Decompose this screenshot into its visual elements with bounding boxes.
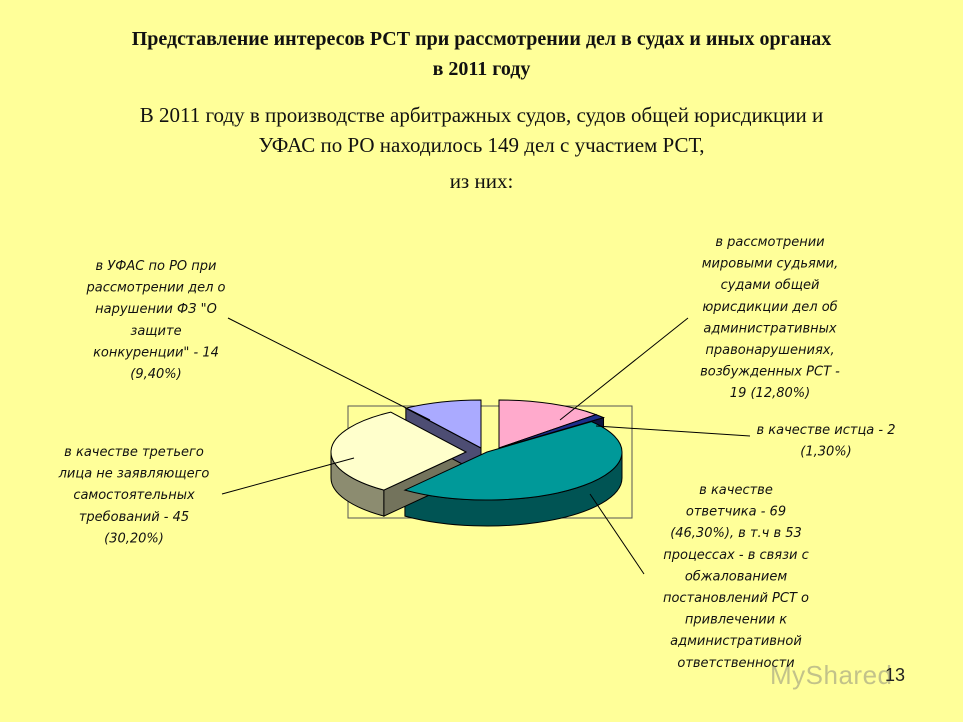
page-number: 13 <box>884 665 905 685</box>
slice-lavender <box>404 399 482 449</box>
slice-label-line: 19 (12,80%) <box>730 386 810 401</box>
slice-label-line: обжалованием <box>685 569 787 584</box>
slice-label-line: требований - 45 <box>79 510 189 525</box>
leader-line-navy <box>595 425 751 437</box>
slice-label-line: процессах - в связи с <box>663 548 809 563</box>
slice-navy <box>498 414 605 449</box>
intro-line-3: из них: <box>449 169 514 193</box>
watermark-logo: MyShared <box>770 660 893 690</box>
slice-label-line: в качестве <box>699 483 773 498</box>
title-line-2: в 2011 году <box>432 58 531 80</box>
slice-label-line: судами общей <box>721 278 820 293</box>
slice-label-line: юрисдикции дел об <box>702 300 837 315</box>
pie-tops <box>330 399 623 501</box>
slice-label-line: правонарушениях, <box>705 343 834 358</box>
slice-label-line: возбужденных РСТ - <box>700 365 840 380</box>
slice-label-line: в качестве третьего <box>64 445 204 460</box>
slice-label-lavender: в УФАС по РО при рассмотрении дел о наруше… <box>85 259 225 382</box>
slice-label-line: в качестве истца - 2 <box>756 423 895 438</box>
slice-pink <box>498 399 598 449</box>
leader-line-pink <box>559 317 689 421</box>
intro-line-2: УФАС по РО находилось 149 дел с участием… <box>258 133 705 157</box>
slice-label-line: лица не заявляющего <box>58 467 210 482</box>
title-line-1: Представление интересов РСТ при рассмотр… <box>131 28 832 50</box>
slice-label-line: нарушении ФЗ "О <box>95 302 217 317</box>
slice-label-cream: в качестве третьего лица не заявляющего са… <box>58 445 210 546</box>
slice-label-line: мировыми судьями, <box>702 257 838 272</box>
intro-line-1: В 2011 году в производстве арбитражных с… <box>139 103 824 127</box>
slide-title: Представление интересов РСТ при рассмотр… <box>40 24 923 84</box>
slice-label-teal: в качестве ответчика - 69 (46,30%), в т.ч … <box>663 483 809 671</box>
slice-label-line: (30,20%) <box>104 531 164 546</box>
slice-label-line: ответственности <box>677 656 794 671</box>
slice-teal <box>403 421 623 501</box>
slice-label-line: (46,30%), в т.ч в 53 <box>670 526 802 541</box>
slice-label-line: в рассмотрении <box>715 235 824 250</box>
slice-label-line: (9,40%) <box>130 367 181 382</box>
intro-text: В 2011 году в производстве арбитражных с… <box>60 100 903 196</box>
leader-line-lavender <box>227 317 431 421</box>
slice-label-line: самостоятельных <box>73 488 195 503</box>
leader-line-cream <box>221 457 355 495</box>
slice-label-pink: в рассмотрении мировыми судьями, судами об… <box>700 235 840 401</box>
slice-label-line: привлечении к <box>685 613 787 628</box>
leader-line-teal <box>589 493 645 575</box>
slice-label-line: в УФАС по РО при <box>96 259 217 274</box>
slice-label-navy: в качестве истца - 2 (1,30%) <box>756 423 895 460</box>
slice-label-line: рассмотрении дел о <box>85 281 225 296</box>
slice-label-line: защите <box>130 324 181 339</box>
slice-label-line: административной <box>670 634 802 649</box>
slice-label-line: административных <box>703 321 837 336</box>
slice-cream <box>330 411 468 491</box>
slice-label-line: ответчика - 69 <box>686 505 786 520</box>
slice-label-line: конкуренции" - 14 <box>93 345 219 360</box>
slice-label-line: постановлений РСТ о <box>663 591 809 606</box>
slice-label-line: (1,30%) <box>800 445 851 460</box>
